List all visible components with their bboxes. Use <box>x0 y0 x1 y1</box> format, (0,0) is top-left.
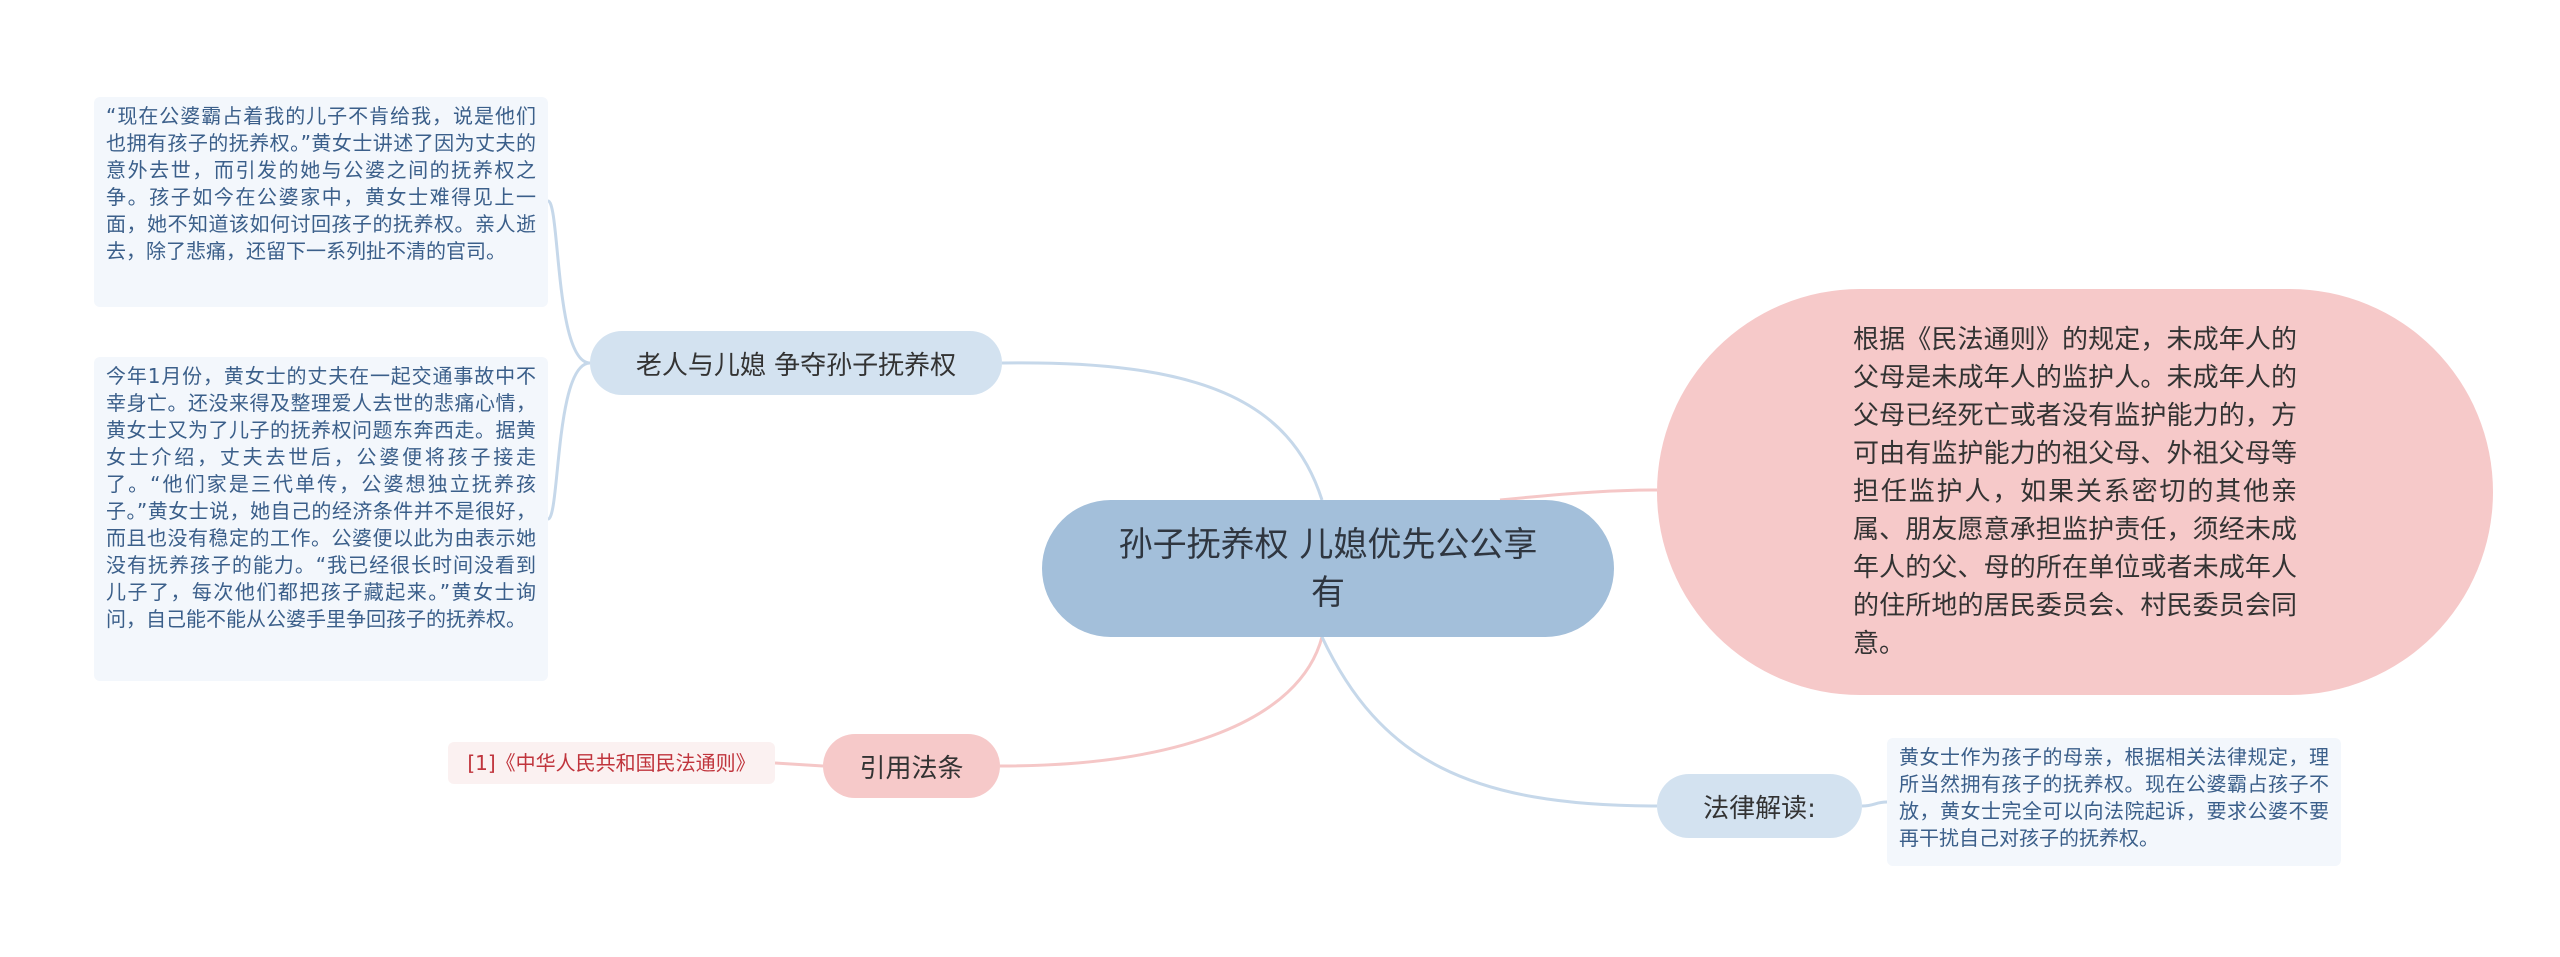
link-center-rule <box>1499 488 1658 502</box>
branch-law-rule[interactable]: 根据《民法通则》的规定，未成年人的父母是未成年人的监护人。未成年人的父母已经死亡… <box>1657 289 2493 695</box>
branch-elder-dispute-label: 老人与儿媳 争夺孙子抚养权 <box>635 350 957 381</box>
leaf-cited-law-reference[interactable]: [1]《中华人民共和国民法通则》 <box>448 742 775 784</box>
leaf-elder-detail-1[interactable]: “现在公婆霸占着我的儿子不肯给我，说是他们也拥有孩子的抚养权。”黄女士讲述了因为… <box>94 97 548 307</box>
central-topic[interactable]: 孙子抚养权 儿媳优先公公享有 <box>1042 500 1614 637</box>
branch-cited-law-label: 引用法条 <box>859 753 964 784</box>
link-cite-leaf <box>774 761 824 768</box>
branch-legal-reading[interactable]: 法律解读: <box>1657 774 1862 838</box>
link-center-elder <box>1001 361 1324 501</box>
branch-law-rule-text: 根据《民法通则》的规定，未成年人的父母是未成年人的监护人。未成年人的父母已经死亡… <box>1853 325 2297 659</box>
branch-cited-law[interactable]: 引用法条 <box>823 734 1000 798</box>
link-elder-leaf1 <box>546 199 591 365</box>
branch-legal-reading-label: 法律解读: <box>1703 793 1816 824</box>
branch-elder-dispute[interactable]: 老人与儿媳 争夺孙子抚养权 <box>590 331 1002 395</box>
leaf-elder-detail-2[interactable]: 今年1月份，黄女士的丈夫在一起交通事故中不幸身亡。还没来得及整理爱人去世的悲痛心… <box>94 357 548 681</box>
leaf-legal-reading-detail-text: 黄女士作为孩子的母亲，根据相关法律规定，理所当然拥有孩子的抚养权。现在公婆霸占孩… <box>1899 745 2329 850</box>
link-center-legal <box>1320 636 1658 808</box>
link-legal-leaf <box>1861 800 1888 808</box>
leaf-elder-detail-1-text: “现在公婆霸占着我的儿子不肯给我，说是他们也拥有孩子的抚养权。”黄女士讲述了因为… <box>106 104 536 263</box>
link-elder-leaf2 <box>546 361 591 521</box>
leaf-legal-reading-detail[interactable]: 黄女士作为孩子的母亲，根据相关法律规定，理所当然拥有孩子的抚养权。现在公婆霸占孩… <box>1887 738 2341 866</box>
central-topic-label: 孙子抚养权 儿媳优先公公享有 <box>1118 524 1538 613</box>
leaf-cited-law-reference-text: [1]《中华人民共和国民法通则》 <box>467 751 756 775</box>
leaf-elder-detail-2-text: 今年1月份，黄女士的丈夫在一起交通事故中不幸身亡。还没来得及整理爱人去世的悲痛心… <box>106 364 536 631</box>
link-center-cite <box>999 636 1324 768</box>
